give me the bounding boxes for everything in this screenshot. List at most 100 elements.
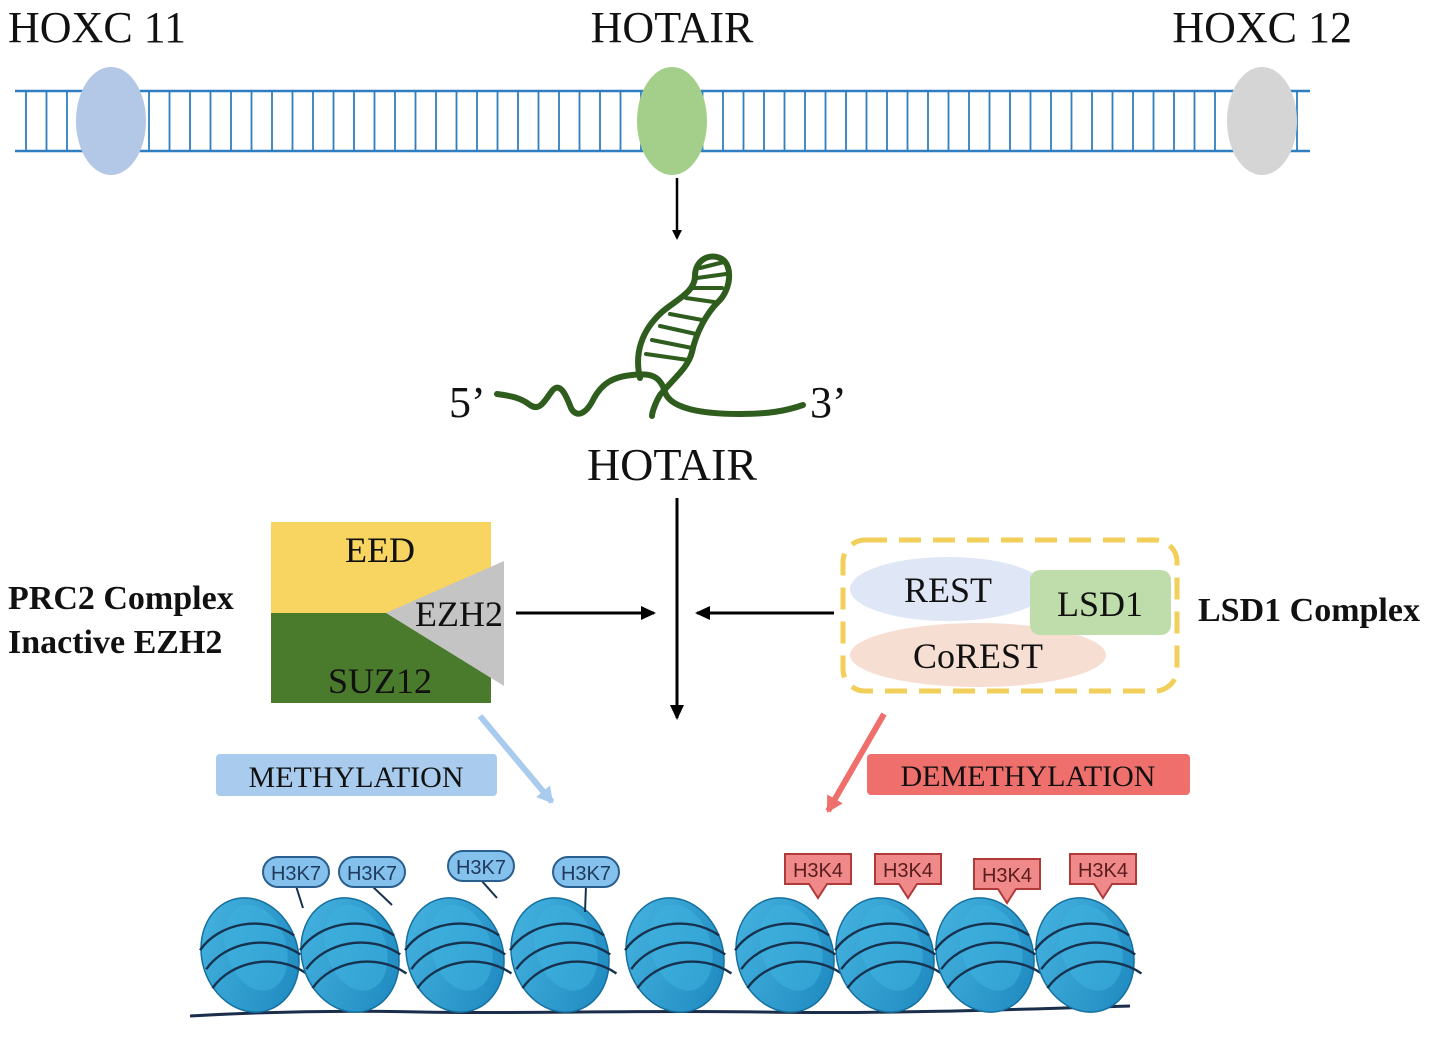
hoxc12-gene-oval (1227, 67, 1297, 175)
dna-wrap (746, 960, 843, 989)
dna-wrap (840, 941, 936, 970)
nucleosome (1034, 897, 1143, 1013)
mark-pill (447, 850, 515, 882)
chromatin-fiber: H3K7 H3K7 H3K7 H3K7 H3K4 H3K4 H3K4 H3K4 (189, 850, 1143, 1018)
mark-label: H3K7 (456, 857, 506, 879)
mark-pill (338, 856, 406, 888)
dna-wrap (934, 922, 1030, 951)
mark-pill (262, 856, 330, 888)
rna-5prime-label: 5’ (449, 378, 486, 427)
dna-wrap (1034, 922, 1130, 951)
h3k7-mark: H3K7 (338, 856, 406, 906)
rna-backbone (494, 371, 806, 417)
lsd1-dashed-border (840, 537, 1180, 694)
mark-label: H3K4 (982, 865, 1032, 887)
dna-wrap (734, 922, 830, 951)
ezh2-label: EZH2 (415, 594, 503, 634)
dna-wrap (311, 960, 408, 989)
dna-wrap (404, 922, 500, 951)
hotair-rna-label: HOTAIR (587, 439, 757, 490)
lsd1-label: LSD1 (1057, 584, 1143, 624)
linker-dna (189, 1004, 1131, 1018)
h3k4-mark: H3K4 (973, 858, 1041, 905)
hotair-gene-oval (637, 67, 707, 175)
dna-wrap (846, 960, 943, 989)
mark-label: H3K4 (883, 860, 933, 882)
dna-wrap (199, 922, 295, 951)
rna-hairpin (635, 253, 732, 419)
corest-label: CoREST (913, 636, 1043, 676)
corest-oval (850, 623, 1106, 687)
h3k7-mark: H3K7 (552, 856, 620, 913)
mark-flag (973, 858, 1041, 905)
mark-stem (295, 885, 304, 909)
mark-stem (371, 885, 393, 906)
nucleosome (934, 897, 1043, 1013)
rest-oval (850, 557, 1046, 621)
dna-wrap (521, 960, 618, 989)
nucleosome (834, 897, 943, 1013)
nucleosome (734, 897, 843, 1013)
h3k7-mark: H3K7 (262, 856, 330, 909)
rna-3prime-label: 3’ (810, 378, 847, 427)
nucleosome (404, 897, 513, 1013)
nucleosome (509, 897, 618, 1013)
dna-wrap (1046, 960, 1143, 989)
h3k4-mark: H3K4 (874, 853, 942, 900)
mark-label: H3K7 (271, 863, 321, 885)
lsd1-box (1030, 570, 1171, 635)
methylation-label: METHYLATION (249, 761, 464, 794)
hotair-rna-structure (494, 253, 806, 419)
hoxc12-label: HOXC 12 (1172, 3, 1352, 52)
dna-wrap (624, 922, 720, 951)
lsd1-complex-title: LSD1 Complex (1198, 592, 1420, 629)
dna-wrap (299, 922, 395, 951)
rna-base-pairs (644, 260, 728, 362)
dna-wrap (305, 941, 401, 970)
mark-label: H3K4 (793, 860, 843, 882)
dna-wrap (515, 941, 611, 970)
dna-wrap (940, 941, 1036, 970)
h3k7-marks: H3K7 H3K7 H3K7 H3K7 (262, 850, 620, 913)
dna-wrap (630, 941, 726, 970)
ezh2-wedge (386, 561, 504, 686)
dna-wrap (509, 922, 605, 951)
hoxc11-gene-oval (76, 67, 146, 175)
h3k4-marks: H3K4 H3K4 H3K4 H3K4 (784, 853, 1137, 905)
dna-wrap (636, 960, 733, 989)
dna-wrap (410, 941, 506, 970)
dna-wrap (1040, 941, 1136, 970)
nucleosome (199, 897, 308, 1013)
prc2-subtitle: Inactive EZH2 (8, 624, 222, 661)
nucleosome-array (199, 897, 1143, 1013)
methylation-arrow (477, 714, 555, 804)
hotair-gene-label: HOTAIR (591, 3, 754, 52)
prc2-title: PRC2 Complex (8, 580, 234, 617)
methylation-badge (216, 754, 497, 796)
dna-wrap (416, 960, 513, 989)
rest-label: REST (904, 570, 992, 610)
dna-wrap (946, 960, 1043, 989)
demethylation-badge (867, 754, 1190, 795)
demethylation-label: DEMETHYLATION (901, 760, 1156, 793)
mark-label: H3K7 (561, 863, 611, 885)
dna-wrap (834, 922, 930, 951)
mark-flag (874, 853, 942, 900)
prc2-complex: EED EZH2 SUZ12 (271, 522, 504, 703)
eed-label: EED (345, 530, 415, 570)
mark-pill (552, 856, 620, 888)
hoxc11-label: HOXC 11 (8, 3, 186, 52)
suz12-label: SUZ12 (328, 661, 432, 701)
mark-label: H3K4 (1078, 860, 1128, 882)
dna-wrap (205, 941, 301, 970)
h3k4-mark: H3K4 (784, 853, 852, 900)
h3k4-mark: H3K4 (1069, 853, 1137, 900)
dna-wrap (211, 960, 308, 989)
mark-flag (784, 853, 852, 900)
nucleosome (624, 897, 733, 1013)
h3k7-mark: H3K7 (447, 850, 515, 899)
mark-flag (1069, 853, 1137, 900)
mark-stem (584, 885, 587, 913)
